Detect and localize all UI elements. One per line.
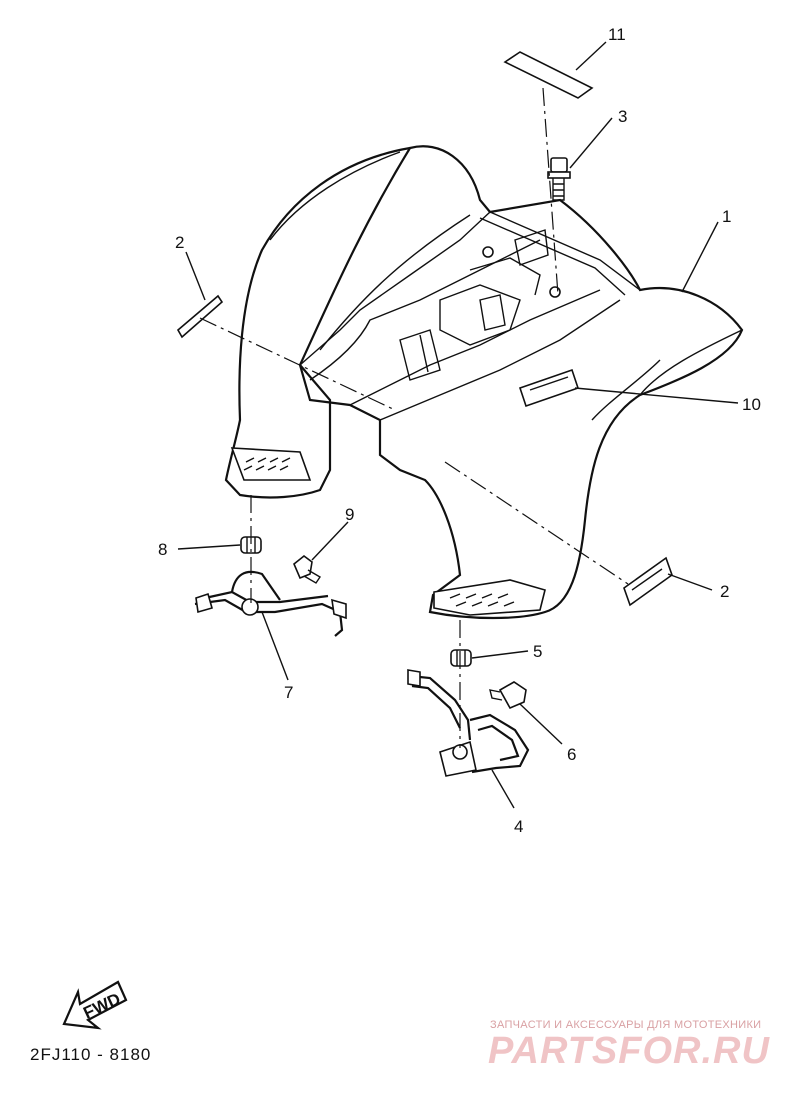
watermark-brand: PARTSFOR.RU	[488, 1030, 770, 1072]
decal-2-right	[623, 556, 673, 607]
callout-6: 6	[567, 745, 576, 764]
callout-7: 7	[284, 683, 293, 702]
callout-2-left: 2	[175, 233, 184, 252]
callout-8: 8	[158, 540, 167, 559]
bracket-7	[194, 570, 347, 637]
callout-3: 3	[618, 107, 627, 126]
nut-5	[450, 649, 472, 667]
bolt-3	[547, 157, 571, 201]
callout-11: 11	[608, 25, 626, 44]
decal-2-left	[176, 294, 224, 339]
callout-numbers: 1 2 2 3 4 5 6 7 8 9 10 11	[158, 25, 761, 836]
callout-9: 9	[345, 505, 354, 524]
drawing-code: 2FJ110 - 8180	[30, 1045, 152, 1064]
fwd-arrow-icon: FWD	[62, 980, 128, 1030]
bracket-4	[407, 669, 530, 777]
callout-5: 5	[533, 642, 542, 661]
callout-2-right: 2	[720, 582, 729, 601]
callout-1: 1	[722, 207, 731, 226]
leader-lines	[177, 41, 739, 809]
label-11	[503, 51, 594, 99]
bolt-6	[489, 681, 527, 710]
rear-fender	[224, 145, 744, 620]
callout-10: 10	[742, 395, 761, 414]
assembly-lines	[199, 87, 629, 748]
warning-label-10	[518, 368, 580, 408]
fwd-label: FWD	[80, 989, 123, 1023]
callout-4: 4	[514, 817, 523, 836]
bolt-9	[293, 554, 321, 584]
watermark-tagline: ЗАПЧАСТИ И АКСЕССУАРЫ ДЛЯ МОТОТЕХНИКИ	[490, 1019, 762, 1031]
